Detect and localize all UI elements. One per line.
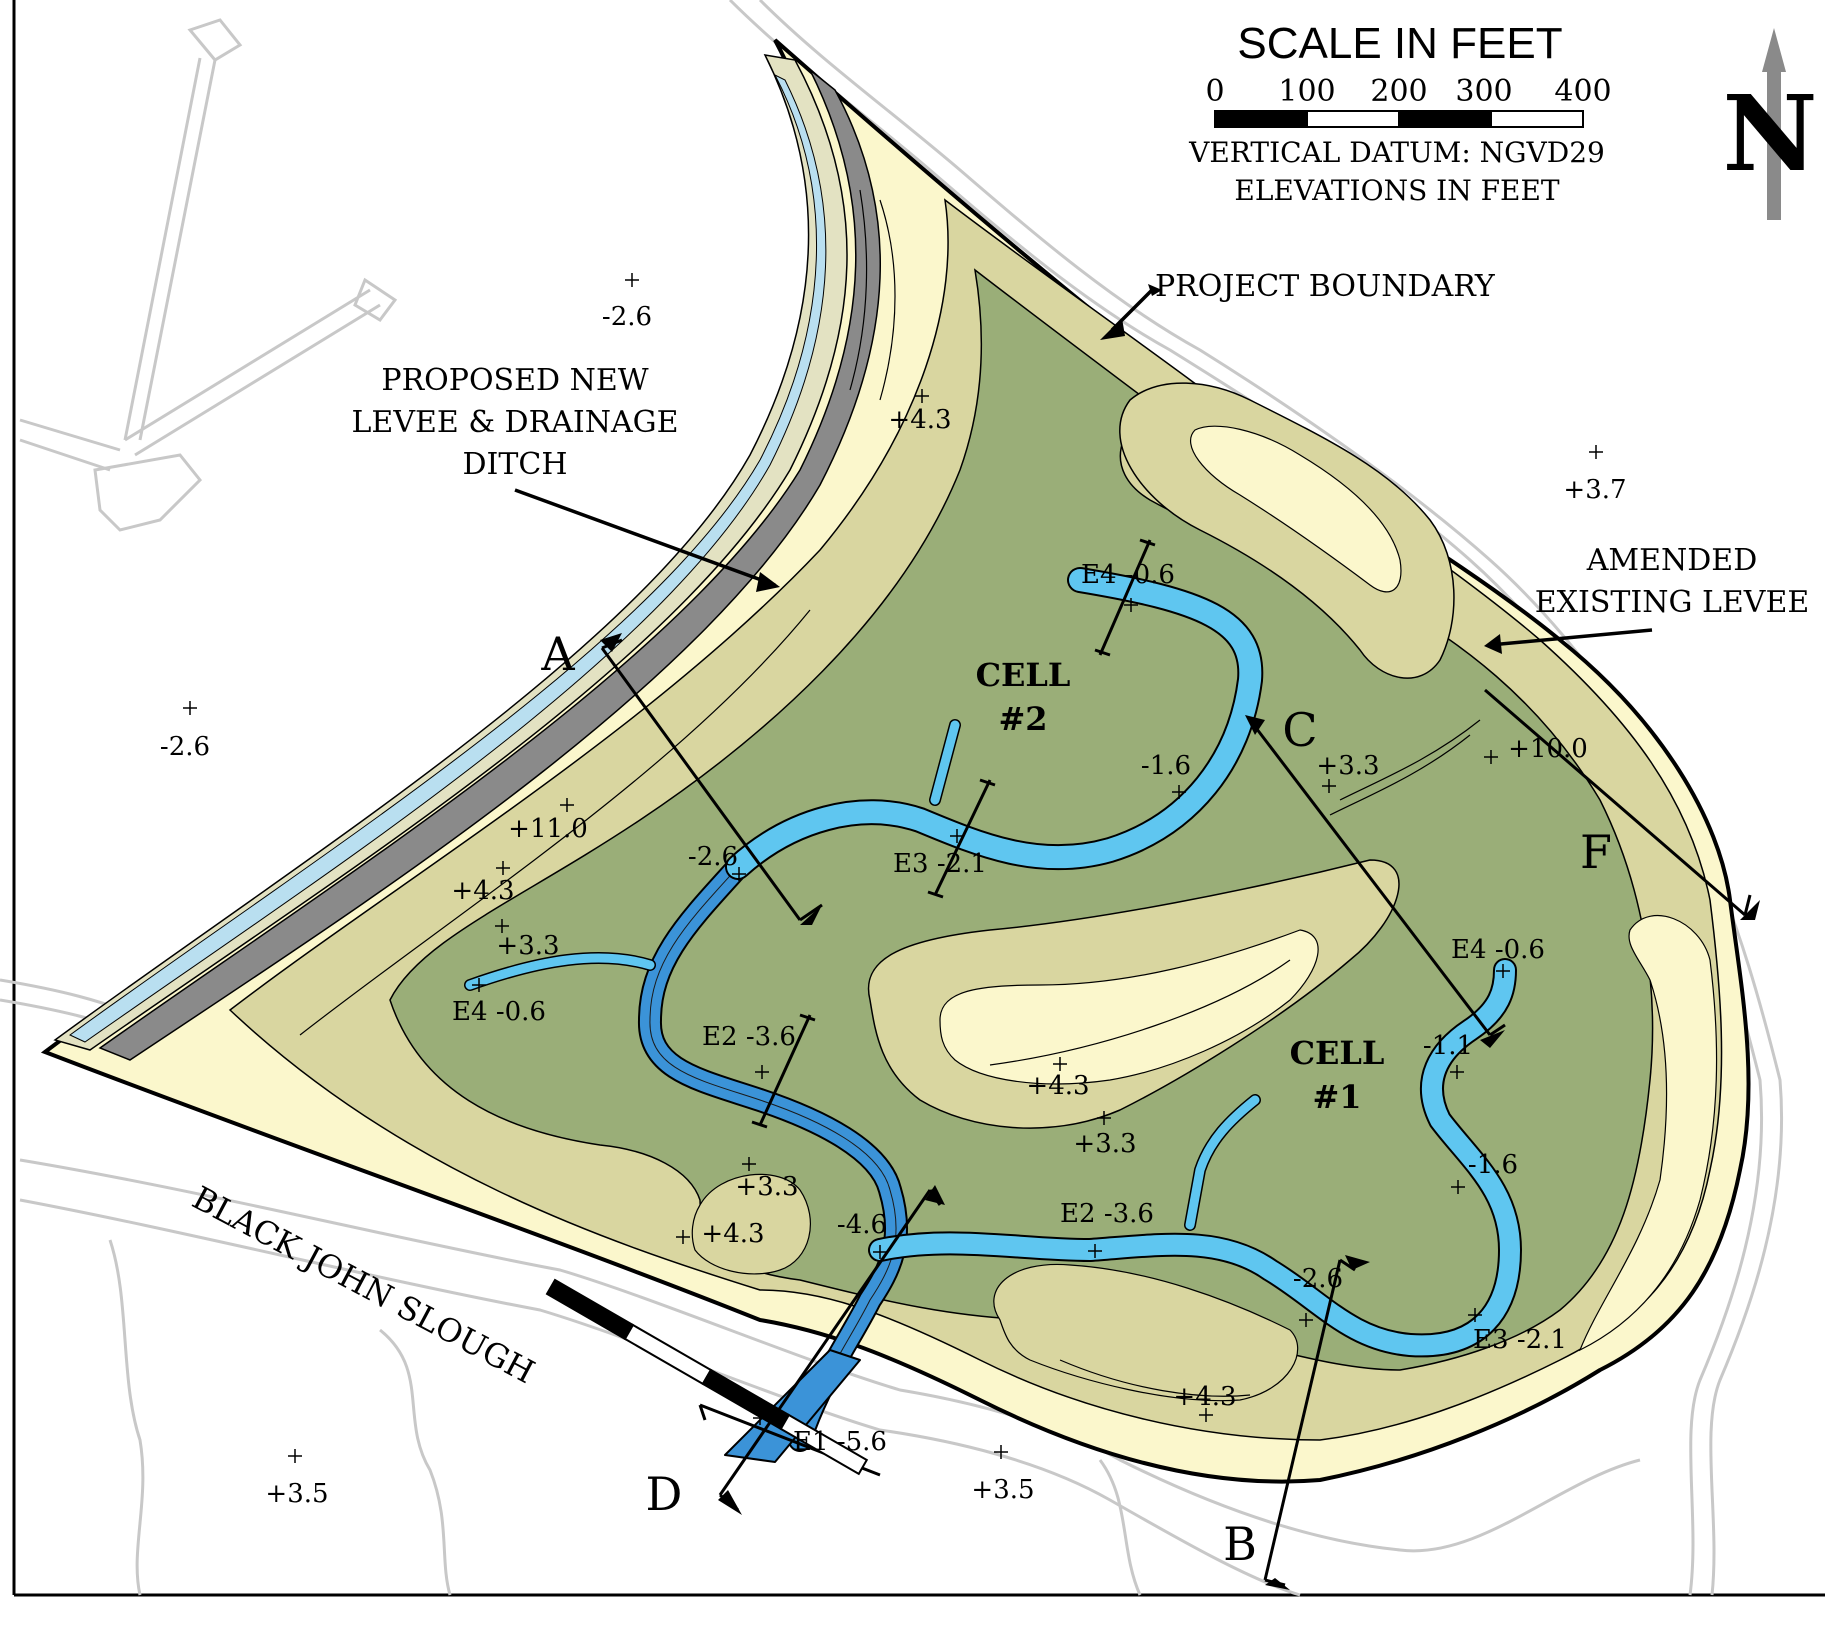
scale-tick-300: 300: [1455, 74, 1512, 109]
north-arrow-icon: [1762, 28, 1786, 220]
callout-arrowheads: [756, 284, 1502, 654]
proposed-levee-label-1: PROPOSED NEW: [381, 363, 648, 398]
cell-2-label-line2: #2: [998, 700, 1047, 738]
elevation-label: E3 -2.1: [1473, 1325, 1567, 1355]
proposed-levee-label-3: DITCH: [462, 447, 567, 482]
elevation-label: -2.6: [688, 842, 738, 872]
elevation-label: +4.3: [451, 876, 514, 906]
section-f-label: F: [1580, 825, 1612, 879]
elevation-units: ELEVATIONS IN FEET: [1234, 174, 1560, 207]
elevation-label: -4.6: [837, 1210, 887, 1240]
scale-tick-200: 200: [1370, 74, 1427, 109]
scale-tick-400: 400: [1554, 74, 1611, 109]
elevation-label: +4.3: [1173, 1382, 1236, 1412]
amended-levee-label-1: AMENDED: [1586, 543, 1758, 578]
north-label: N: [1722, 72, 1817, 195]
section-d-label: D: [646, 1467, 683, 1521]
section-a-label: A: [540, 627, 575, 681]
scale-tick-100: 100: [1278, 74, 1335, 109]
elevation-label: E4 -0.6: [1081, 560, 1175, 590]
elevation-label: +3.3: [735, 1172, 798, 1202]
elevation-label: E2 -3.6: [1060, 1199, 1154, 1229]
scale-bar: [1214, 110, 1584, 128]
elevation-label: -2.6: [1293, 1264, 1343, 1294]
elevation-label: -2.6: [602, 302, 652, 332]
site-footprint: [40, 38, 1751, 1484]
section-c-label: C: [1282, 703, 1317, 757]
project-boundary-label: PROJECT BOUNDARY: [1155, 269, 1496, 304]
elevation-label: +3.7: [1563, 475, 1626, 505]
elevation-label: +4.3: [888, 405, 951, 435]
cell-2-label-line1: CELL: [976, 656, 1071, 694]
proposed-levee-label-2: LEVEE & DRAINAGE: [352, 405, 679, 440]
scale-title: SCALE IN FEET: [1237, 19, 1562, 68]
section-arrowheads: [600, 633, 1760, 1590]
section-b-label: B: [1223, 1517, 1257, 1571]
elevation-label-e4-east: E4 -0.6: [1451, 935, 1545, 965]
amended-levee-label-2: EXISTING LEVEE: [1535, 585, 1810, 620]
elevation-label: +3.3: [496, 931, 559, 961]
scale-tick-0: 0: [1205, 74, 1224, 109]
section-lines: [600, 538, 1752, 1587]
elevation-label: E1 -5.6: [793, 1427, 887, 1457]
elevation-label: E3 -2.1: [893, 849, 987, 879]
cell-1-label-line1: CELL: [1290, 1034, 1385, 1072]
elevation-label: +4.3: [701, 1219, 764, 1249]
channel-network: [464, 567, 1522, 1463]
elevation-markers: [183, 273, 1603, 1463]
cell-1-label-line2: #1: [1312, 1078, 1361, 1116]
elevation-label: E2 -3.6: [702, 1022, 796, 1052]
elevation-label: -1.6: [1141, 751, 1191, 781]
elevation-label: +3.5: [971, 1475, 1034, 1505]
elevation-label: +3.3: [1316, 751, 1379, 781]
elevation-label: -1.1: [1423, 1031, 1473, 1061]
elevation-label: -1.6: [1468, 1150, 1518, 1180]
elevation-label: +10.0: [1508, 734, 1588, 764]
elevation-label: +4.3: [1026, 1071, 1089, 1101]
elevation-label: +3.5: [265, 1479, 328, 1509]
elevation-label: +11.0: [508, 814, 588, 844]
elevation-label: E4 -0.6: [452, 997, 546, 1027]
vertical-datum: VERTICAL DATUM: NGVD29: [1188, 136, 1605, 169]
slough-scale-bar: [545, 1278, 869, 1476]
elevation-label: -2.6: [160, 732, 210, 762]
elevation-label: +3.3: [1073, 1129, 1136, 1159]
elevation-labels: -2.6 -2.6 +4.3 +3.7 +11.0 +4.3 +3.3 E4 -…: [160, 302, 1627, 1509]
